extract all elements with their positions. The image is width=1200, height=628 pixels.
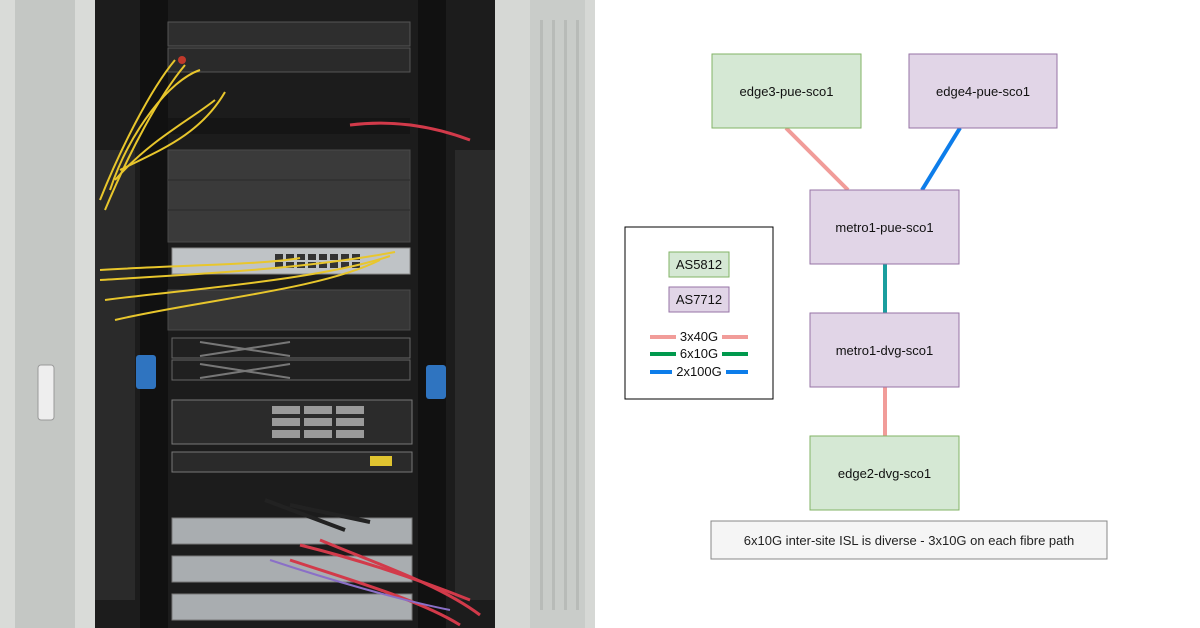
node-label: metro1-dvg-sco1 [836,343,934,358]
blanking-panel [167,289,411,331]
node-label: edge2-dvg-sco1 [838,466,931,481]
blanking-panel [167,149,411,243]
node-label: edge4-pue-sco1 [936,84,1030,99]
node-edge3-pue-sco1: edge3-pue-sco1 [711,53,862,129]
isl-diversity-note: 6x10G inter-site ISL is diverse - 3x10G … [710,520,1108,560]
node-metro1-pue-sco1: metro1-pue-sco1 [809,189,960,265]
node-edge2-dvg-sco1: edge2-dvg-sco1 [809,435,960,511]
node-label: edge3-pue-sco1 [740,84,834,99]
cable-manager [168,118,410,134]
topology-diagram: edge3-pue-sco1 edge4-pue-sco1 metro1-pue… [624,53,1108,560]
yellow-fibre-cables [99,59,396,321]
router [171,517,413,545]
pdu-clip [136,355,156,389]
server [171,337,411,359]
door-latch [37,364,55,421]
legend-swatch-as7712 [668,286,730,313]
node-metro1-dvg-sco1: metro1-dvg-sco1 [809,312,960,388]
node-edge4-pue-sco1: edge4-pue-sco1 [908,53,1058,129]
legend-swatch-as5812 [668,251,730,278]
right-rack-rail [418,0,446,628]
kvm-unit [167,47,411,73]
router [171,593,413,621]
server [171,451,413,473]
pdu-clip [426,365,446,399]
legend-label-2x100g: 2x100G [676,364,722,379]
link-edge3-metro1-pue [784,126,850,192]
network-rack-photo [0,0,595,628]
server [171,359,411,381]
legend-label-as7712: AS7712 [676,292,722,307]
node-label: metro1-pue-sco1 [835,220,933,235]
link-edge4-metro1-pue [920,126,962,192]
legend-label-6x10g: 6x10G [680,346,718,361]
legend: AS5812 AS7712 3x40G 6x10G 2x100G [624,226,774,400]
kvm-unit [167,21,411,47]
legend-label-3x40g: 3x40G [680,329,718,344]
red-copper-cables [289,121,481,627]
legend-label-as5812: AS5812 [676,257,722,272]
note-text: 6x10G inter-site ISL is diverse - 3x10G … [744,533,1074,548]
